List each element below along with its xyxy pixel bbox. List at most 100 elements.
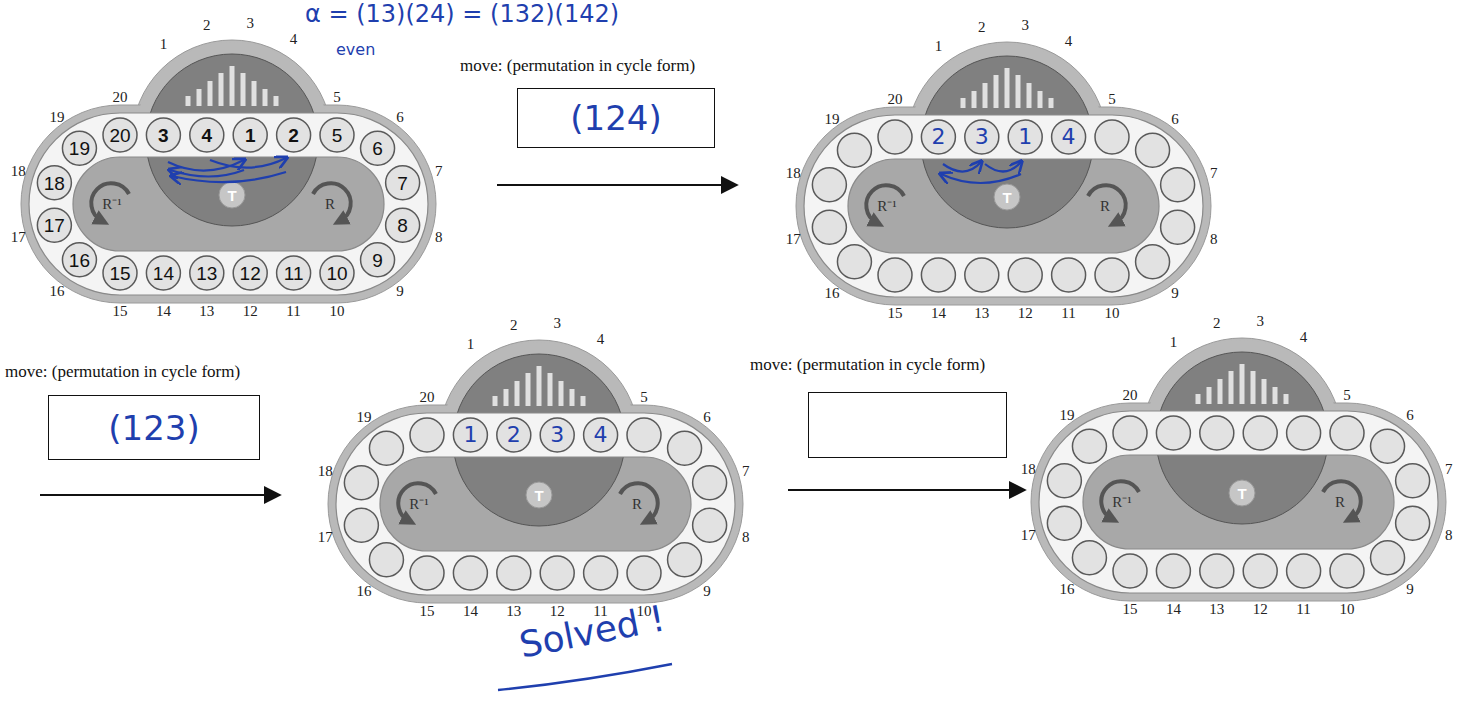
tone-bar <box>252 81 257 106</box>
ball <box>878 258 912 292</box>
position-number: 5 <box>1108 92 1116 107</box>
ball-number: 20 <box>109 126 130 145</box>
track-edge <box>336 413 735 595</box>
position-number: 12 <box>550 604 565 619</box>
tone-bar <box>1207 387 1212 404</box>
ball <box>1287 416 1321 450</box>
position-number: 3 <box>246 16 254 31</box>
position-number: 13 <box>199 304 214 319</box>
tone-bar <box>983 83 988 108</box>
ball <box>1161 168 1195 202</box>
ball <box>584 418 618 452</box>
move-heading: move: (permutation in cycle form) <box>460 56 695 76</box>
tone-bar <box>537 366 542 406</box>
ball-number: 2 <box>507 424 521 446</box>
ball <box>1095 258 1129 292</box>
track-edge <box>804 115 1203 297</box>
ball <box>453 418 487 452</box>
position-number: 19 <box>50 110 65 125</box>
ball <box>837 245 871 279</box>
ball-number: 19 <box>69 139 90 158</box>
ball-number: 4 <box>594 424 608 446</box>
tone-bar <box>230 66 235 106</box>
position-number: 3 <box>553 316 561 331</box>
ball <box>1052 258 1086 292</box>
ball-number: 18 <box>44 173 65 192</box>
position-number: 1 <box>160 36 168 51</box>
ball-number: 3 <box>975 126 989 148</box>
ball <box>361 243 395 277</box>
position-number: 13 <box>1209 602 1224 617</box>
tone-bar <box>515 381 520 406</box>
tone-bar <box>1049 98 1054 108</box>
ball <box>146 118 180 152</box>
track-edge <box>29 113 428 295</box>
ball <box>1243 416 1277 450</box>
ball <box>1161 210 1195 244</box>
tone-bar <box>1251 371 1256 404</box>
ball <box>410 556 444 590</box>
rotate-label: R⁻¹ <box>877 199 897 214</box>
ball <box>965 120 999 154</box>
ball <box>627 418 661 452</box>
ball <box>320 256 354 290</box>
tone-bar <box>548 373 553 406</box>
ball-number: 12 <box>240 264 261 283</box>
ball-number: 10 <box>326 264 347 283</box>
ball <box>1396 464 1430 498</box>
position-number: 15 <box>1123 602 1138 617</box>
ball <box>146 256 180 290</box>
ball-number: 13 <box>196 264 217 283</box>
position-number: 14 <box>463 604 478 619</box>
top-spin-puzzle <box>796 42 1211 305</box>
ball <box>1243 554 1277 588</box>
ball-number: 3 <box>158 126 169 145</box>
position-number: 9 <box>1171 285 1179 300</box>
ball <box>668 431 702 465</box>
position-number: 9 <box>1406 581 1414 596</box>
position-number: 7 <box>435 163 443 178</box>
position-number: 9 <box>396 283 404 298</box>
position-number: 4 <box>1300 330 1308 345</box>
track-edge <box>1083 455 1394 549</box>
position-number: 20 <box>888 92 903 107</box>
track <box>358 435 713 573</box>
rotate-arrow <box>1088 185 1126 223</box>
rotate-arrow <box>313 183 351 221</box>
ball <box>1287 554 1321 588</box>
ball <box>497 556 531 590</box>
ball <box>1156 416 1190 450</box>
handwritten-arrow <box>941 174 1021 183</box>
move-answer: (124) <box>570 98 661 138</box>
move-heading: move: (permutation in cycle form) <box>5 362 240 382</box>
ball <box>584 556 618 590</box>
answer-box <box>808 392 1007 458</box>
handwritten-underline <box>498 664 672 690</box>
ball-number: 9 <box>372 250 383 269</box>
tone-bar <box>972 91 977 108</box>
ball <box>277 256 311 290</box>
position-number: 13 <box>506 604 521 619</box>
position-number: 7 <box>1210 165 1218 180</box>
rotate-label: R <box>632 497 642 512</box>
tone-bar <box>961 98 966 108</box>
position-number: 15 <box>888 306 903 321</box>
ball <box>693 508 727 542</box>
ball <box>37 208 71 242</box>
tone-bar <box>1240 364 1245 404</box>
rotate-arrow <box>91 183 129 221</box>
ball <box>1136 133 1170 167</box>
position-number: 16 <box>50 283 65 298</box>
ball <box>62 243 96 277</box>
position-number: 1 <box>1170 334 1178 349</box>
ball <box>1008 120 1042 154</box>
position-number: 2 <box>203 17 211 32</box>
move-box: move: (permutation in cycle form) <box>750 355 985 375</box>
ball <box>1113 416 1147 450</box>
ball <box>103 256 137 290</box>
position-number: 5 <box>1343 388 1351 403</box>
ball-number: 1 <box>463 424 477 446</box>
position-number: 6 <box>703 410 711 425</box>
ball <box>965 258 999 292</box>
